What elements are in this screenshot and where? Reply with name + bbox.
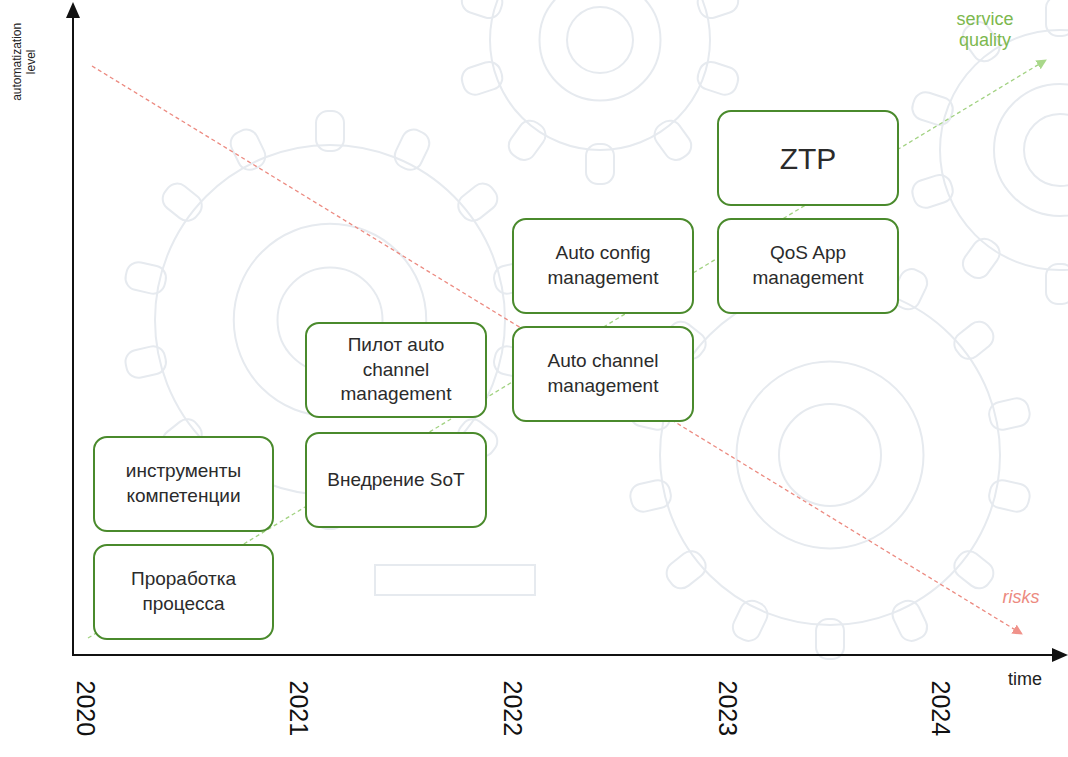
roadmap-box: Внедрение SoT: [305, 432, 487, 528]
axis-title: automatization level: [11, 12, 39, 112]
roadmap-box: Auto channel management: [512, 326, 694, 422]
year-label: 2024: [927, 680, 956, 736]
box-text: инструменты компетенции: [103, 459, 264, 508]
year-label: 2022: [499, 680, 528, 736]
year-label: 2020: [72, 680, 101, 736]
box-text: Внедрение SoT: [327, 468, 464, 493]
roadmap-box: QoS App management: [717, 218, 899, 314]
box-text: ZTP: [780, 139, 837, 178]
gear: [909, 0, 1068, 304]
box-text: Пилот auto channel management: [315, 333, 477, 407]
y-axis: [72, 16, 74, 656]
year-label: 2023: [714, 680, 743, 736]
trend-label: service quality: [940, 9, 1030, 50]
roadmap-box: Пилот auto channel management: [305, 322, 487, 418]
year-label: 2021: [285, 680, 314, 736]
roadmap-box: Проработка процесса: [93, 544, 274, 640]
roadmap-box: Auto config management: [512, 218, 694, 314]
x-axis: [72, 654, 1054, 656]
x-axis-arrow: [1052, 648, 1068, 662]
trend-label: risks: [1003, 587, 1040, 608]
box-text: Auto channel management: [522, 349, 684, 398]
gear: [459, 0, 742, 184]
roadmap-box: ZTP: [717, 110, 899, 206]
box-text: QoS App management: [727, 241, 889, 290]
box-text: Auto config management: [522, 241, 684, 290]
axis-title: time: [1008, 669, 1042, 690]
roadmap-box: инструменты компетенции: [93, 436, 274, 532]
box-text: Проработка процесса: [103, 567, 264, 616]
y-axis-arrow: [66, 2, 80, 18]
